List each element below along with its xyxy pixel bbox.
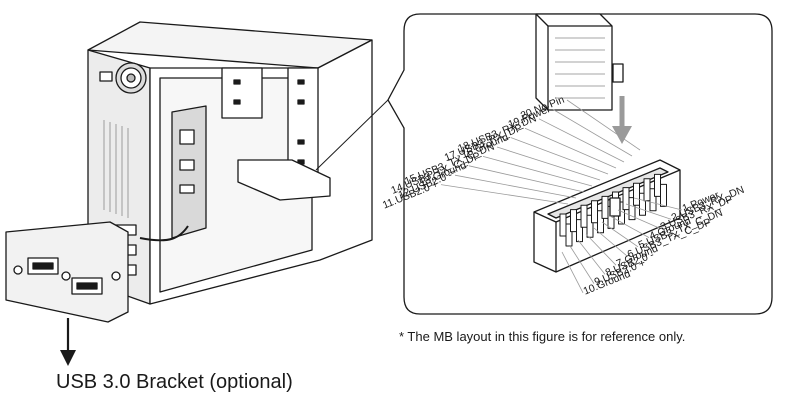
motherboard (171, 105, 207, 239)
pin-leader-line (510, 137, 609, 175)
header-pin-bottom (649, 188, 657, 212)
pin-leader-line (585, 233, 617, 266)
cable-plug (535, 13, 624, 111)
insert-arrow-icon (612, 96, 632, 144)
right-pin-leaders (561, 197, 683, 293)
header-pin-bottom (628, 197, 636, 221)
header-pin-top (570, 209, 577, 233)
pin-leader-line (561, 251, 584, 293)
header-pin-top (559, 213, 567, 237)
pin-leader-line (609, 215, 650, 238)
pin-leader-line (569, 245, 595, 284)
pin-leader-line (566, 99, 641, 151)
header-pin-bottom (660, 183, 667, 207)
pin-leader-line (468, 165, 585, 193)
reference-note: * The MB layout in this figure is for re… (399, 329, 686, 344)
left-pin-leaders (440, 99, 641, 205)
header-pin-bottom (586, 214, 594, 238)
pc-case-illustration (87, 21, 373, 305)
pin-leader-line (482, 156, 593, 187)
pin-leader-line (601, 221, 639, 248)
header-pin-top (643, 178, 651, 202)
pin-leader-line (633, 197, 683, 211)
pin-leader-line (440, 184, 569, 205)
pin-leader-line (625, 203, 672, 220)
pin-leader-line (538, 118, 625, 163)
connector-detail-panel (315, 13, 773, 315)
bracket-caption: USB 3.0 Bracket (optional) (56, 371, 293, 393)
pin-leader-line (577, 239, 606, 275)
header-pin-top (633, 182, 640, 206)
header-pin-bottom (565, 223, 573, 247)
header-pin-top (601, 195, 609, 219)
pin-leader-line (552, 109, 633, 157)
pin-leader-line (617, 209, 661, 229)
header-pin-top (580, 204, 588, 228)
header-pin-top (654, 173, 661, 197)
header-pin-top (622, 187, 630, 211)
header-pin-bottom (597, 210, 604, 234)
arrow-down-icon (60, 318, 76, 366)
header-pin-top (591, 200, 598, 224)
pin-leader-line (496, 146, 601, 181)
pin-leader-line (524, 127, 617, 169)
header-pin-bottom (639, 192, 646, 216)
pin-leader-line (593, 227, 628, 257)
usb3-bracket (5, 221, 129, 323)
pin-leader-line (454, 174, 577, 199)
usb3-header-connector (533, 159, 681, 273)
